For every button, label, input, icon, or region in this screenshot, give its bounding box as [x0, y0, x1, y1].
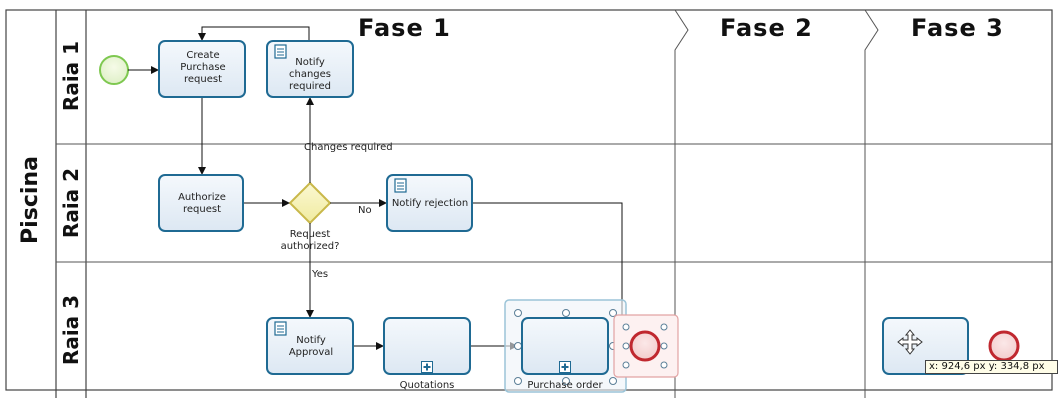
start-event[interactable] [99, 55, 129, 85]
expand-subprocess-icon[interactable] [559, 361, 571, 373]
lane-separators [56, 143, 1052, 263]
task-label: Notify changes required [288, 57, 331, 92]
task-create-purchase-request[interactable]: Create Purchase request [158, 40, 246, 98]
pool-label: Piscina [18, 156, 43, 244]
purchase-order-label: Purchase order [527, 380, 603, 391]
end-event[interactable] [629, 330, 661, 362]
subprocess-quotations[interactable] [383, 317, 471, 375]
phase-header-2: Fase 2 [720, 14, 813, 42]
task-notify-rejection[interactable]: Notify rejection [386, 174, 473, 232]
quotations-label: Quotations [399, 380, 455, 391]
message-icon [274, 44, 287, 59]
subprocess-purchase-order[interactable] [521, 317, 609, 375]
end-event-phase-3[interactable] [988, 330, 1020, 362]
task-notify-changes-required[interactable]: Notify changes required [266, 40, 354, 98]
message-icon [274, 321, 287, 336]
lane-label-1: Raia 1 [59, 40, 83, 112]
move-cursor-icon [897, 329, 923, 355]
gateway-label: Request authorized? [280, 229, 340, 252]
task-authorize-request[interactable]: Authorize request [158, 174, 244, 232]
flow-label-no: No [358, 205, 372, 216]
task-label: Notify Approval [288, 335, 334, 358]
phase-header-3: Fase 3 [911, 14, 1004, 42]
sequence-flows [128, 26, 631, 350]
expand-subprocess-icon[interactable] [421, 361, 433, 373]
task-label: Authorize request [178, 192, 226, 215]
flow-label-changes-required: Changes required [304, 142, 393, 153]
flow-rejection-to-end [473, 202, 626, 331]
lane-label-2: Raia 2 [59, 167, 83, 239]
message-icon [394, 178, 407, 193]
task-notify-approval[interactable]: Notify Approval [266, 317, 354, 375]
phase-header-1: Fase 1 [358, 14, 451, 42]
cursor-coordinates-tooltip: x: 924,6 px y: 334,8 px [925, 360, 1058, 374]
flow-notify-changes-to-create [198, 26, 310, 41]
task-label: Create Purchase request [180, 50, 226, 85]
flow-label-yes: Yes [312, 269, 329, 280]
lane-label-3: Raia 3 [59, 294, 83, 366]
task-label: Notify rejection [391, 198, 469, 209]
phase-separators [674, 9, 879, 398]
